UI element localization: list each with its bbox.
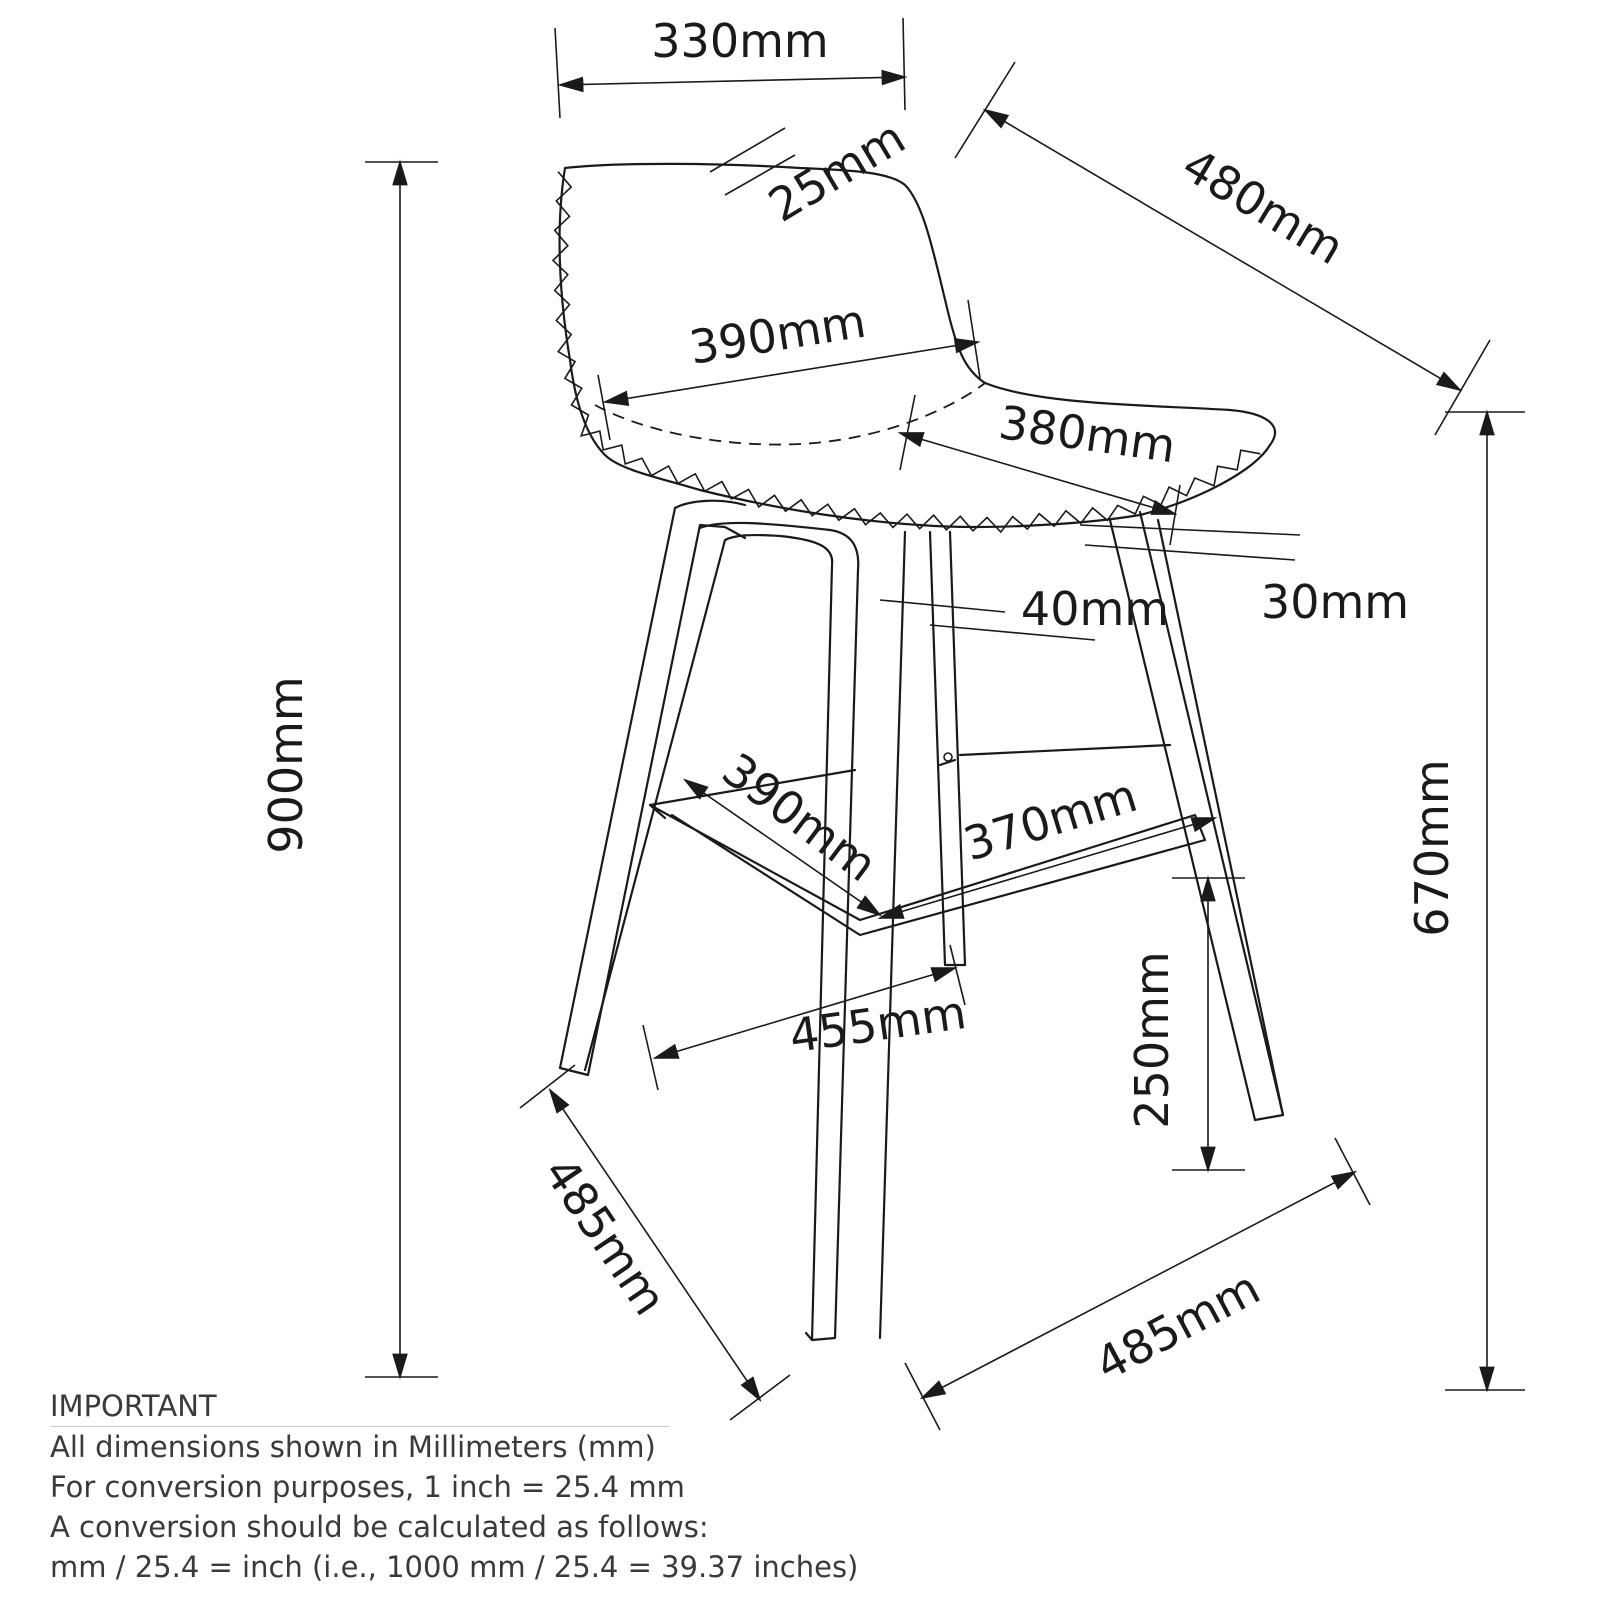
label-total-height: 900mm	[259, 676, 313, 853]
label-seat-height: 670mm	[1405, 759, 1459, 936]
leg-front-left-top	[673, 499, 747, 510]
leg-back-left	[878, 530, 967, 1340]
conversion-note: IMPORTANT All dimensions shown in Millim…	[50, 1386, 858, 1587]
label-base-width-mid: 455mm	[786, 985, 969, 1063]
dimension-labels: 330mm 480mm 25mm 390mm 380mm 40mm 30mm 9…	[259, 14, 1459, 1391]
label-seat-width: 390mm	[686, 294, 870, 375]
label-seat-top-width: 330mm	[651, 14, 828, 68]
stool-drawing	[551, 162, 1285, 1342]
leg-front-left	[558, 506, 747, 1077]
leg-front-center-inner	[804, 1331, 814, 1342]
label-base-width-right: 485mm	[1086, 1260, 1268, 1391]
note-line-1: All dimensions shown in Millimeters (mm)	[50, 1430, 656, 1464]
seat-stitch-edge	[551, 171, 1261, 534]
label-footrest-height: 250mm	[1125, 951, 1179, 1128]
label-backrest-thickness: 25mm	[759, 110, 914, 233]
note-line-4: mm / 25.4 = inch (i.e., 1000 mm / 25.4 =…	[50, 1550, 859, 1584]
note-heading: IMPORTANT	[50, 1386, 670, 1427]
footrest-bolt	[943, 752, 953, 762]
label-seat-depth-diagonal: 480mm	[1173, 137, 1353, 275]
label-leg-width: 40mm	[1021, 582, 1169, 636]
note-line-3: A conversion should be calculated as fol…	[50, 1510, 709, 1544]
label-base-depth-left: 485mm	[533, 1147, 677, 1324]
label-seat-thickness: 30mm	[1261, 575, 1409, 629]
note-line-2: For conversion purposes, 1 inch = 25.4 m…	[50, 1470, 685, 1504]
label-footrest-width-right: 370mm	[958, 768, 1143, 872]
leg-front-center	[583, 521, 860, 1342]
leg-back-right-inner	[1156, 518, 1285, 1117]
dimension-lines	[365, 17, 1525, 1431]
seat-crease-dashed	[594, 382, 986, 446]
seat-shell-outline	[558, 162, 1277, 529]
